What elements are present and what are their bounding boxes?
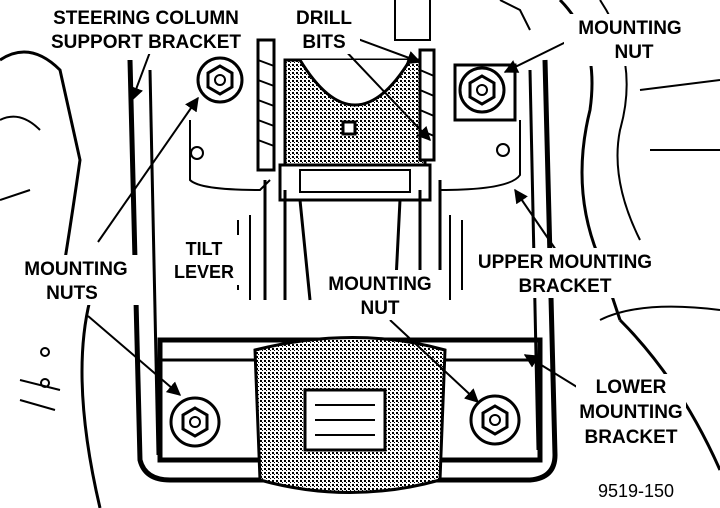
leader-lines: [87, 27, 591, 403]
label-mounting-nut-top-right-line1: MOUNTING: [578, 18, 681, 39]
label-steering-column-line1: STEERING COLUMN: [53, 8, 239, 29]
mounting-nut-lower-left: [169, 396, 221, 448]
label-lower-mounting-line2: MOUNTING: [579, 402, 682, 423]
label-drill-line2: BITS: [302, 32, 345, 53]
label-mounting-nut-mid-line1: MOUNTING: [328, 274, 431, 295]
mounting-nut-upper-left: [196, 56, 244, 104]
label-mounting-nut-top-right-line2: NUT: [614, 42, 653, 63]
label-upper-mounting-line1: UPPER MOUNTING: [478, 252, 652, 273]
label-lower-mounting-line1: LOWER: [596, 377, 667, 398]
label-upper-mounting-line2: BRACKET: [519, 276, 612, 297]
label-steering-column-line2: SUPPORT BRACKET: [51, 32, 241, 53]
mounting-nut-upper-right: [453, 63, 517, 122]
label-backgrounds: [8, 4, 696, 504]
label-mounting-nuts-line2: NUTS: [46, 283, 98, 304]
label-lower-mounting-line3: BRACKET: [585, 427, 678, 448]
lower-mounting-bracket: [157, 336, 543, 494]
label-tilt-line2: LEVER: [174, 262, 234, 282]
label-tilt-line1: TILT: [186, 239, 223, 259]
label-mounting-nut-mid-line2: NUT: [360, 298, 399, 319]
figure-number: 9519-150: [598, 481, 674, 501]
upper-mounting-bracket: [237, 58, 463, 301]
label-drill-line1: DRILL: [296, 8, 352, 29]
label-mounting-nuts-line1: MOUNTING: [24, 259, 127, 280]
mounting-nut-lower-right: [469, 394, 521, 446]
